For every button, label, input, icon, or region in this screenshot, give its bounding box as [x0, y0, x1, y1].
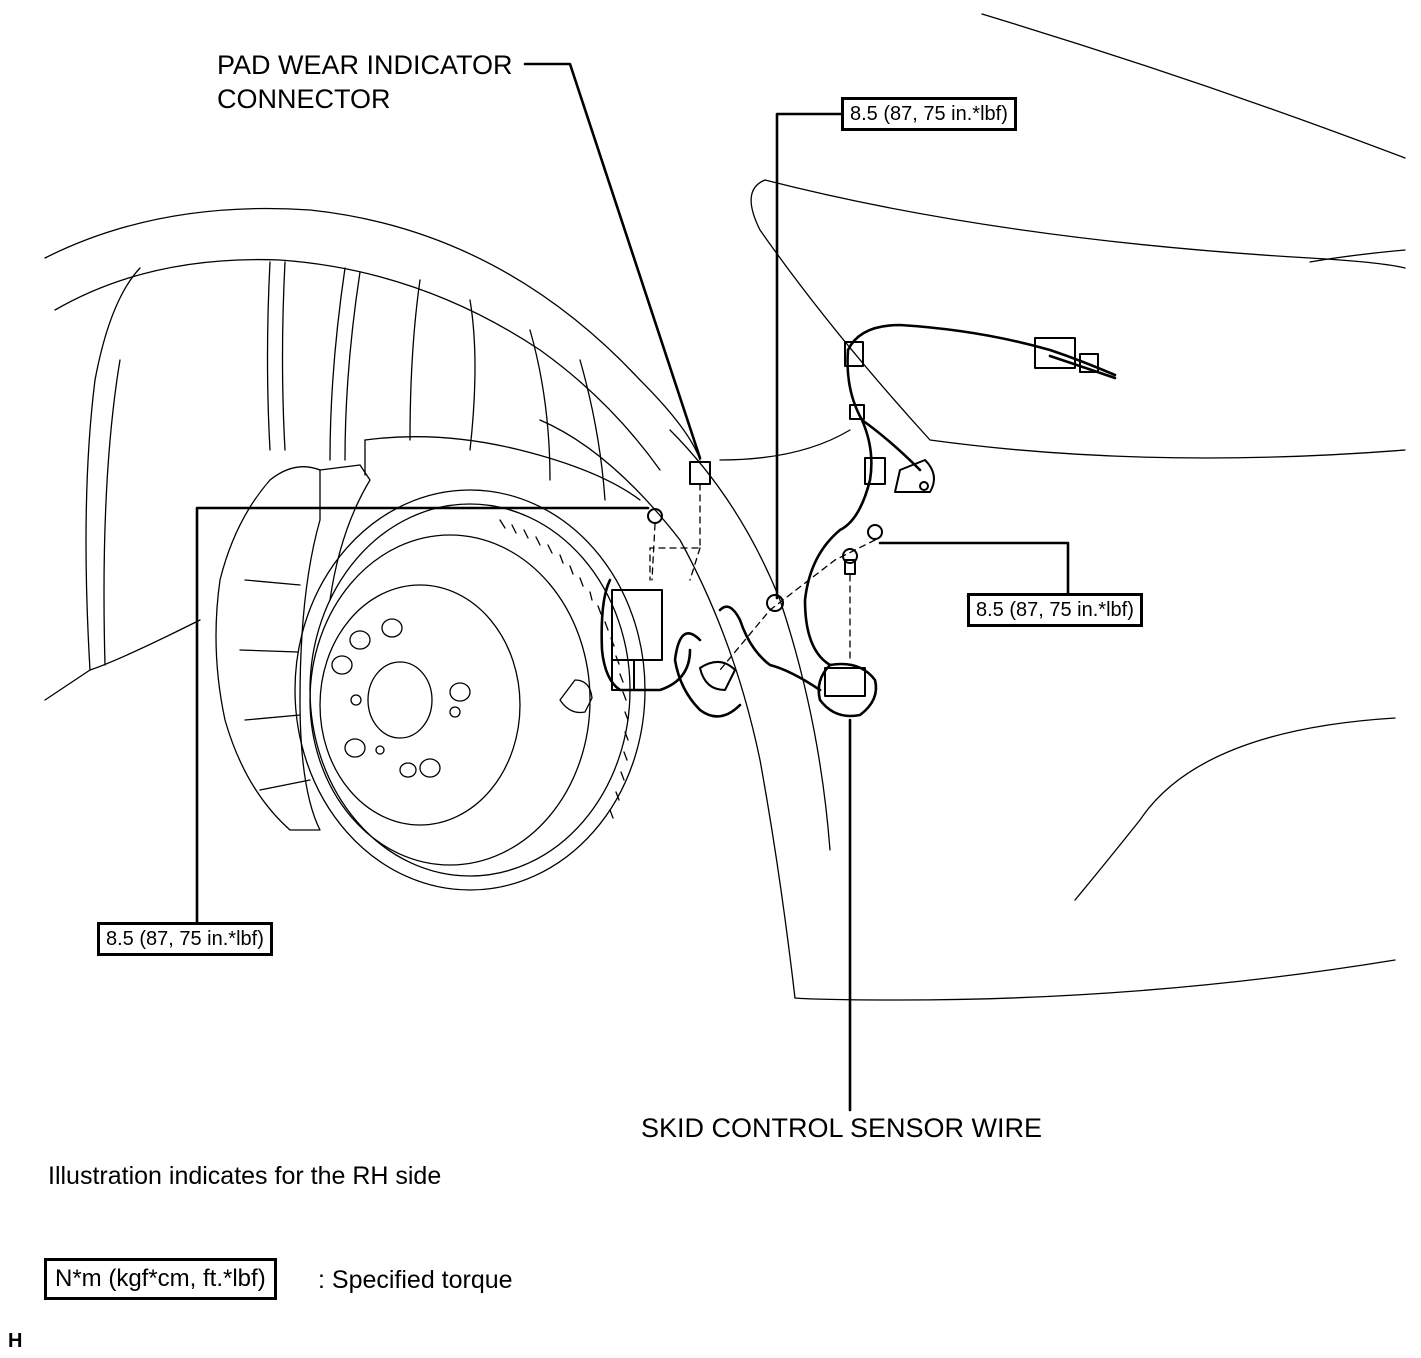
- leader-lines: [195, 62, 1070, 1112]
- torque-legend-description: : Specified torque: [318, 1266, 513, 1294]
- body-panel-lines: [539, 13, 1406, 1001]
- torque-callout-left: 8.5 (87, 75 in.*lbf): [97, 922, 273, 956]
- pad-wear-label-line2: CONNECTOR: [217, 84, 391, 114]
- brake-disc: [294, 489, 646, 891]
- skid-control-sensor-wire-label: SKID CONTROL SENSOR WIRE: [641, 1113, 1043, 1143]
- alignment-dashes: [649, 483, 876, 671]
- brake-caliper: [215, 439, 593, 831]
- wheel-arch-lines: [44, 207, 701, 701]
- pad-wear-connector-label: PAD WEAR INDICATOR CONNECTOR: [217, 48, 513, 116]
- harness-clamps: [611, 337, 1099, 697]
- corner-mark: H: [8, 1330, 23, 1352]
- sensor-harness: [600, 323, 1117, 718]
- torque-legend-box: N*m (kgf*cm, ft.*lbf): [44, 1258, 277, 1300]
- torque-callout-right: 8.5 (87, 75 in.*lbf): [967, 593, 1143, 627]
- pad-wear-label-line1: PAD WEAR INDICATOR: [217, 50, 513, 80]
- rh-side-note: Illustration indicates for the RH side: [48, 1162, 442, 1190]
- torque-callout-top: 8.5 (87, 75 in.*lbf): [841, 97, 1017, 131]
